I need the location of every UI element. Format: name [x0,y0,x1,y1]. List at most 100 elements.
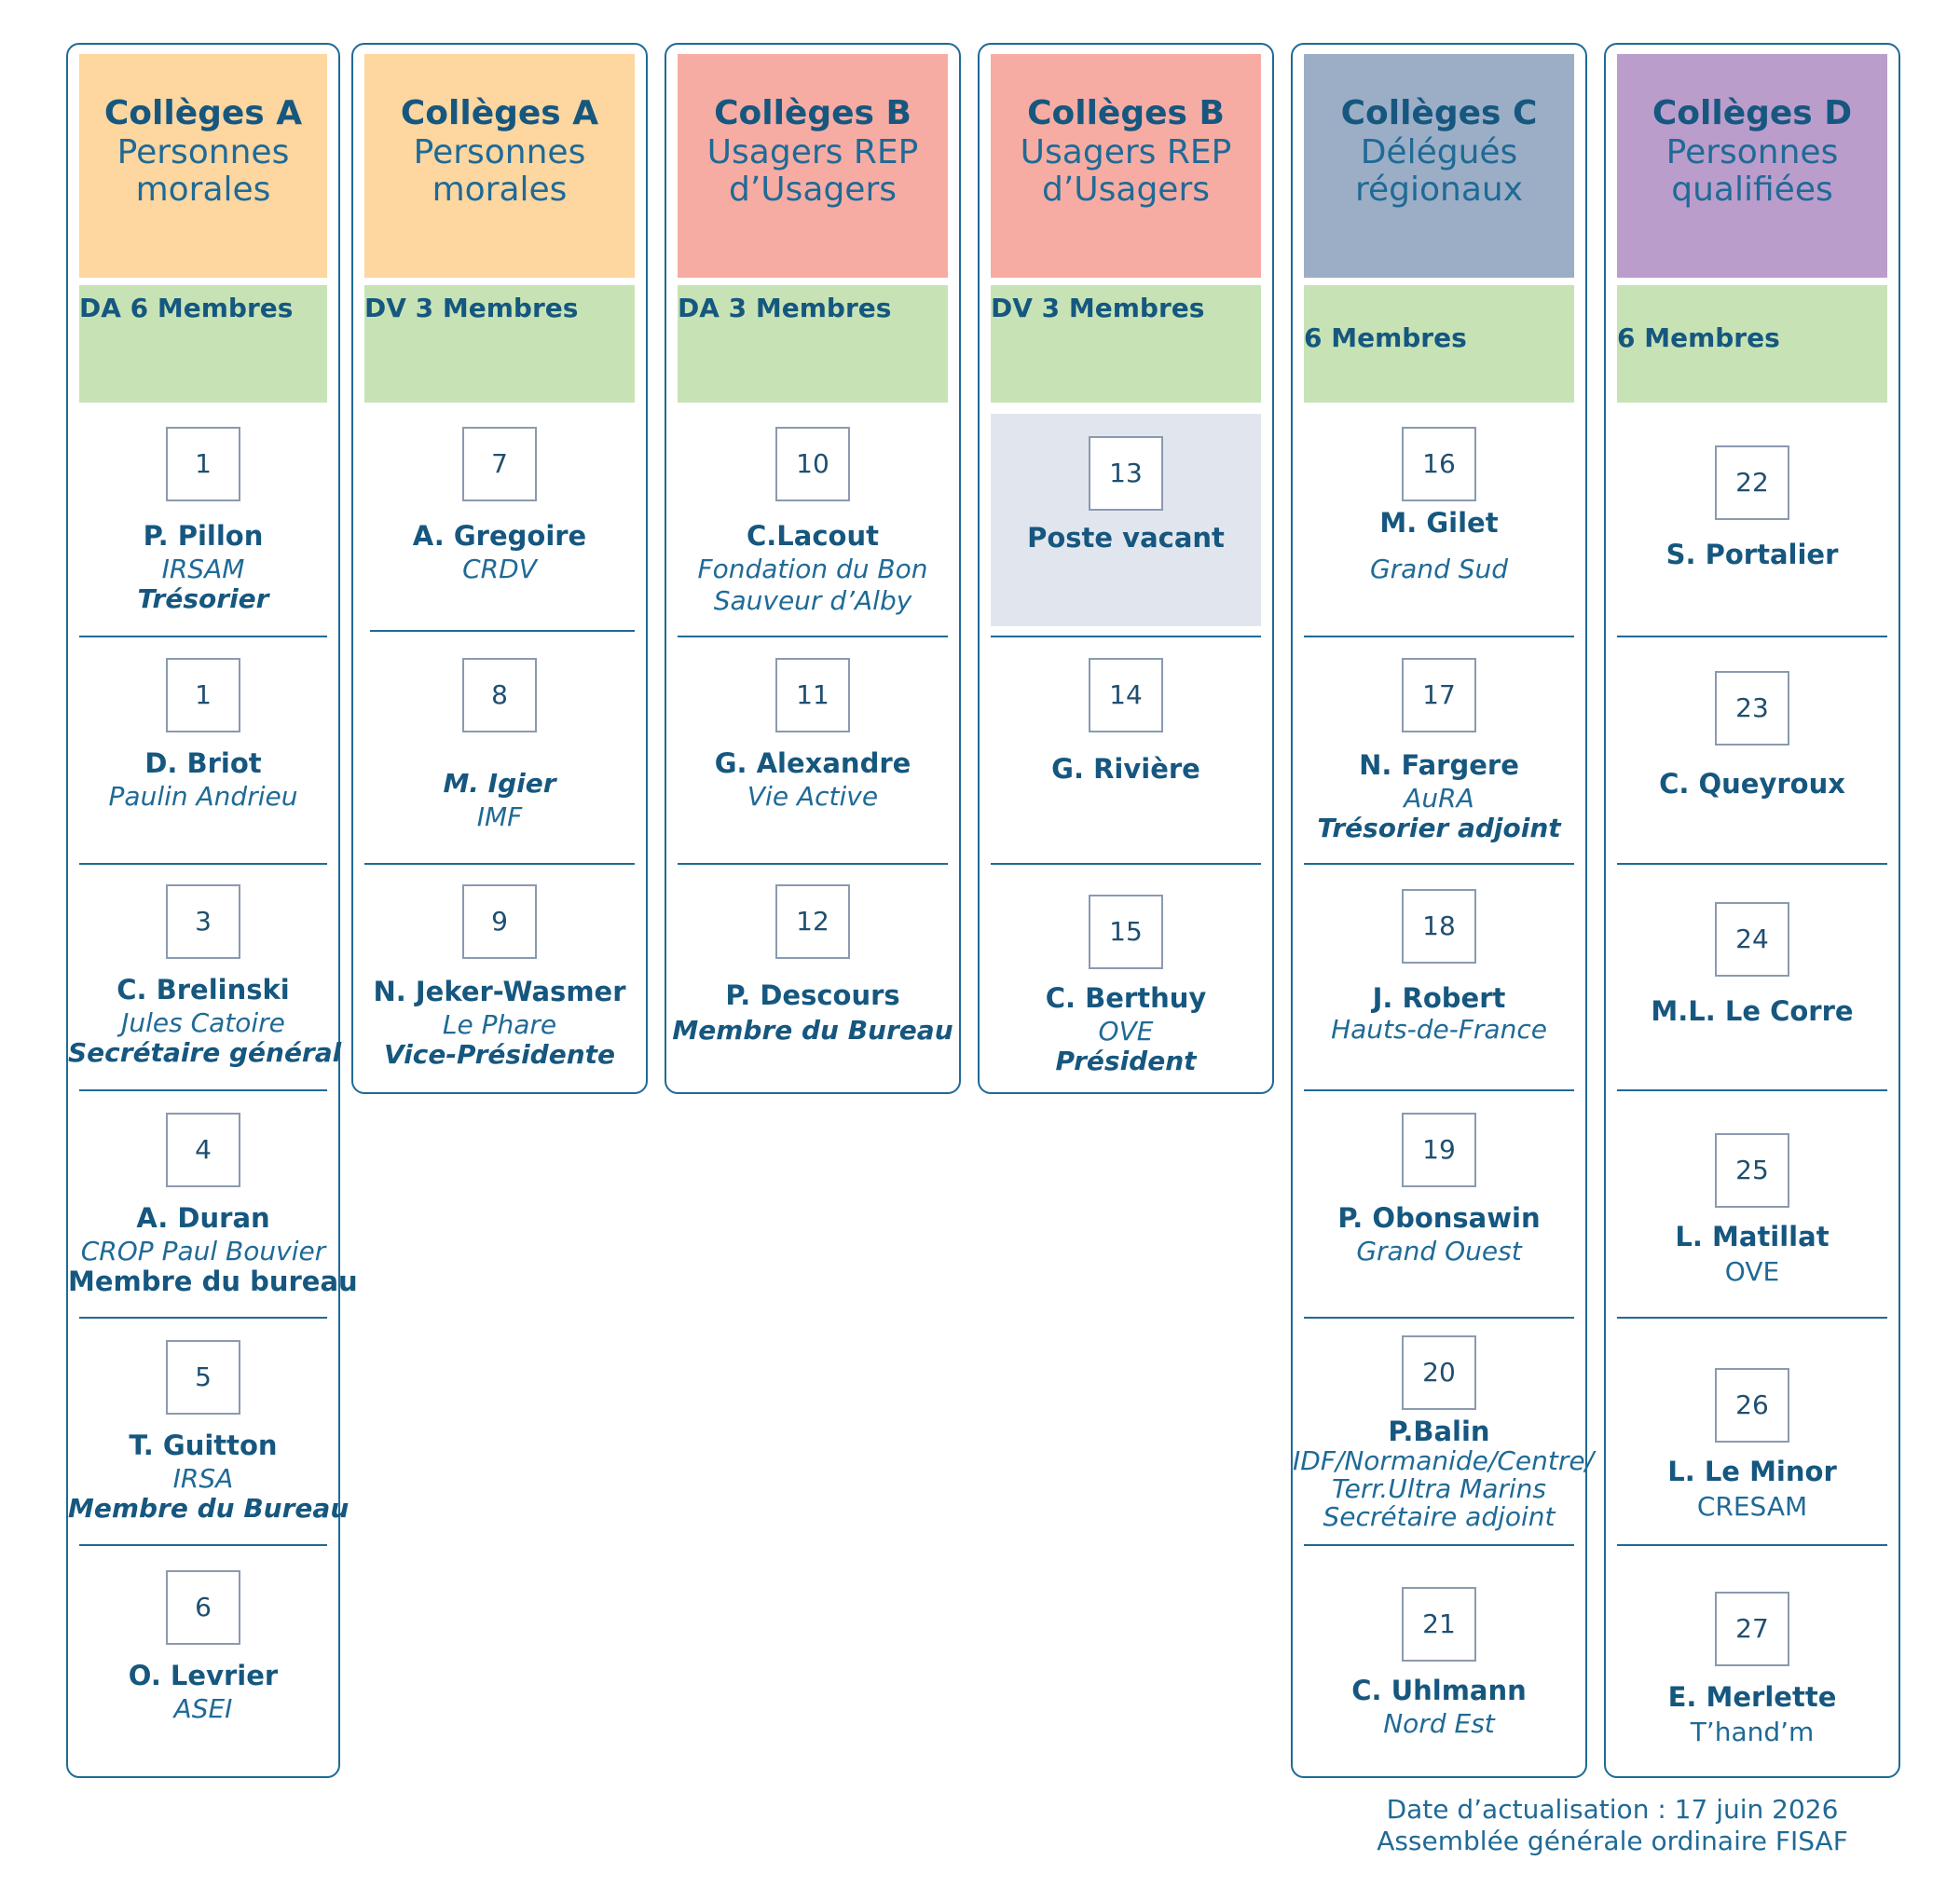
column-subtitle: morales [135,171,271,209]
column-header: Collèges B Usagers REP d’Usagers [991,54,1261,278]
seat-number: 1 [166,427,240,501]
seat-number: 1 [166,658,240,732]
members-count-band: DA 3 Membres [678,285,948,403]
seat-number: 27 [1715,1592,1789,1666]
separator [678,636,948,637]
seat-number: 25 [1715,1133,1789,1208]
column-subtitle: Délégués [1360,133,1518,171]
separator [1617,1317,1887,1319]
seat-number: 16 [1402,427,1476,501]
column-subtitle: Usagers REP [706,133,919,171]
member-name: P. Pillon [143,520,264,552]
separator [1304,1544,1574,1546]
college-column-a-da: Collèges A Personnes morales DA 6 Membre… [66,43,358,1778]
column-subtitle: d’Usagers [728,171,898,209]
member-name: M. Igier [443,768,556,799]
seat-number: 3 [166,884,240,959]
member-entry: 1 P. Pillon IRSAM Trésorier [68,427,338,650]
member-name: A. Gregoire [412,520,587,552]
seat-number: 23 [1715,671,1789,746]
column-title: Collèges B [1027,94,1225,132]
members-count-band: DV 3 Membres [364,285,635,403]
college-column-a-dv: Collèges A Personnes morales DV 3 Membre… [351,43,648,1094]
separator [991,636,1261,637]
separator [1617,1544,1887,1546]
separator [79,636,327,637]
column-title: Collèges C [1340,94,1538,132]
update-date: Date d’actualisation : 17 juin 2026 [1386,1794,1839,1825]
member-organization: AuRA [1404,783,1474,814]
member-name: C. Uhlmann [1351,1675,1527,1706]
seat-number: 24 [1715,902,1789,977]
member-name: G. Rivière [1051,753,1200,785]
seat-number: 11 [775,658,850,732]
column-header: Collèges C Délégués régionaux [1304,54,1574,278]
separator [1304,1317,1574,1319]
seat-number: 10 [775,427,850,501]
members-count: DA 6 Membres [79,293,294,323]
member-organization: T’hand’m [1690,1717,1815,1747]
column-header: Collèges D Personnes qualifiées [1617,54,1887,278]
seat-number: 18 [1402,889,1476,964]
member-name: C. Queyroux [1659,768,1845,800]
seat-number: 21 [1402,1587,1476,1662]
member-organization: IDF/Normanide/Centre/ [1293,1445,1595,1476]
member-name: Poste vacant [1027,522,1225,554]
member-name: M. Gilet [1379,507,1499,539]
member-organization: Nord Est [1383,1708,1495,1739]
member-role: Membre du Bureau [672,1015,953,1046]
separator [1617,1089,1887,1091]
separator [1304,863,1574,865]
column-title: Collèges D [1652,94,1853,132]
member-role: Membre du bureau [68,1266,358,1297]
member-name: L. Le Minor [1667,1456,1837,1487]
separator [991,863,1261,865]
member-name: E. Merlette [1667,1681,1837,1713]
column-subtitle: Usagers REP [1020,133,1232,171]
separator [79,863,327,865]
college-column-b-dv: Collèges B Usagers REP d’Usagers DV 3 Me… [978,43,1274,1094]
member-name: N. Jeker-Wasmer [373,976,626,1007]
member-role: Vice-Présidente [383,1039,616,1070]
column-subtitle: régionaux [1354,171,1524,209]
members-count: DA 3 Membres [678,293,892,323]
separator [79,1089,327,1091]
separator [1617,863,1887,865]
column-header: Collèges B Usagers REP d’Usagers [678,54,948,278]
member-organization: Hauts-de-France [1331,1014,1547,1045]
member-organization: ASEI [173,1693,233,1724]
member-name: C. Brelinski [117,974,290,1006]
seat-number: 19 [1402,1113,1476,1187]
college-column-c: Collèges C Délégués régionaux 6 Membres … [1291,43,1595,1778]
column-subtitle: Personnes [1665,133,1839,171]
member-name: G. Alexandre [714,747,911,779]
member-name: M.L. Le Corre [1651,995,1854,1027]
member-organization: Fondation du Bon [697,554,928,584]
member-name: C. Berthuy [1045,982,1207,1014]
member-name: P.Balin [1388,1416,1490,1447]
column-subtitle: d’Usagers [1041,171,1211,209]
member-organization: Vie Active [747,781,879,812]
column-header: Collèges A Personnes morales [79,54,327,278]
seat-number: 4 [166,1113,240,1187]
members-count-band: 6 Membres [1617,285,1887,403]
seat-number: 12 [775,884,850,959]
column-title: Collèges A [400,94,599,132]
separator [79,1544,327,1546]
column-title: Collèges A [103,94,303,132]
member-organization: OVE [1098,1016,1154,1047]
college-column-b-da: Collèges B Usagers REP d’Usagers DA 3 Me… [665,43,961,1094]
member-organization: CRDV [462,554,537,584]
seat-number: 5 [166,1340,240,1415]
member-role: Trésorier [137,583,269,614]
member-name: J. Robert [1372,982,1506,1014]
member-name: D. Briot [144,747,262,779]
member-organization: Grand Ouest [1356,1236,1522,1266]
member-name: C.Lacout [747,520,879,552]
column-subtitle: morales [432,171,568,209]
member-organization: CRESAM [1696,1491,1808,1522]
separator [678,863,948,865]
member-name: O. Levrier [128,1660,279,1691]
column-subtitle: Personnes [117,133,290,171]
seat-number: 26 [1715,1368,1789,1443]
